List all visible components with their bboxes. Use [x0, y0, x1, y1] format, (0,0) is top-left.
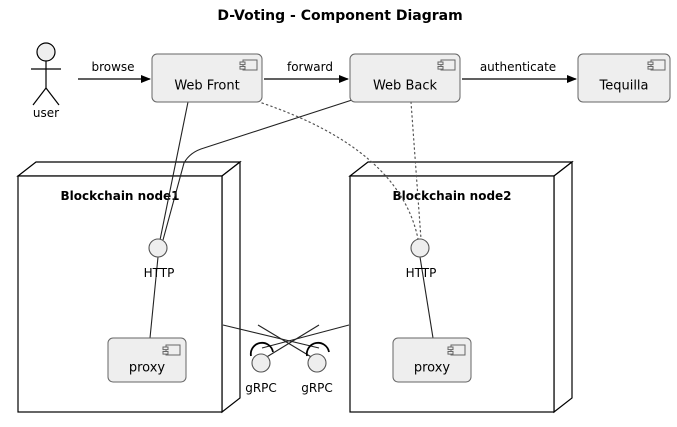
- node2-label: Blockchain node2: [392, 189, 511, 203]
- component-web-back[interactable]: Web Back: [349, 53, 461, 103]
- edge-webfront-to-http1: [159, 101, 189, 241]
- page-title: D-Voting - Component Diagram: [217, 8, 462, 24]
- authenticate-label: authenticate: [480, 60, 556, 74]
- browse-label: browse: [91, 60, 134, 74]
- node1-top-face: [16, 161, 242, 177]
- grpc2-label: gRPC: [301, 381, 333, 395]
- edge-grpc1-ball-link: [264, 324, 320, 359]
- component-tequilla[interactable]: Tequilla: [577, 53, 671, 103]
- edge-node1-to-grpc2: [222, 324, 320, 349]
- http2-label: HTTP: [406, 266, 437, 280]
- node2-side-face: [553, 160, 573, 414]
- grpc2-socket-icon: [305, 341, 330, 357]
- edge-node2-to-grpc1: [261, 324, 350, 349]
- edge-http1-to-proxy1: [149, 256, 159, 339]
- component-icon: [647, 59, 666, 71]
- port-http-node1[interactable]: HTTP: [144, 238, 175, 339]
- actor-leg-right-icon: [45, 87, 60, 106]
- edge-webfront-to-http2: [261, 102, 419, 240]
- tequilla-box: [577, 53, 671, 103]
- web-back-label: Web Back: [373, 79, 438, 94]
- node1-side-face: [221, 160, 241, 414]
- edge-webback-to-http1: [162, 99, 353, 241]
- actor-label: user: [33, 106, 59, 120]
- tequilla-label: Tequilla: [598, 79, 648, 94]
- component-proxy-node1[interactable]: proxy: [107, 337, 187, 383]
- grpc2-ball-icon: [307, 353, 327, 373]
- component-icon: [239, 59, 258, 71]
- edge-http2-to-proxy2: [419, 256, 434, 339]
- edge-webback-to-http2: [410, 101, 422, 240]
- edge-authenticate: authenticate: [462, 60, 577, 83]
- http1-label: HTTP: [144, 266, 175, 280]
- proxy1-label: proxy: [129, 361, 166, 376]
- component-icon: [162, 344, 181, 356]
- port-grpc-left[interactable]: gRPC: [245, 341, 277, 395]
- edge-grpc2-ball-link: [257, 324, 314, 359]
- actor-leg-left-icon: [32, 87, 47, 106]
- web-front-label: Web Front: [174, 79, 239, 94]
- node-blockchain-node2[interactable]: Blockchain node2: [348, 160, 574, 414]
- component-proxy-node2[interactable]: proxy: [392, 337, 472, 383]
- component-icon: [437, 59, 456, 71]
- grpc1-ball-icon: [251, 353, 271, 373]
- actor-head-icon: [36, 42, 56, 62]
- http2-ball-icon: [410, 238, 430, 258]
- proxy2-label: proxy: [414, 361, 451, 376]
- port-http-node2[interactable]: HTTP: [406, 238, 437, 339]
- node1-label: Blockchain node1: [60, 189, 179, 203]
- grpc1-socket-icon: [249, 341, 274, 357]
- port-grpc-right[interactable]: gRPC: [301, 341, 333, 395]
- forward-label: forward: [287, 60, 333, 74]
- node2-top-face: [348, 161, 574, 177]
- web-front-box: [151, 53, 263, 103]
- component-web-front[interactable]: Web Front: [151, 53, 263, 103]
- edge-browse: browse: [78, 60, 151, 83]
- actor-user: user: [31, 42, 61, 120]
- web-back-box: [349, 53, 461, 103]
- component-icon: [447, 344, 466, 356]
- grpc1-label: gRPC: [245, 381, 277, 395]
- edge-forward: forward: [264, 60, 349, 83]
- http1-ball-icon: [148, 238, 168, 258]
